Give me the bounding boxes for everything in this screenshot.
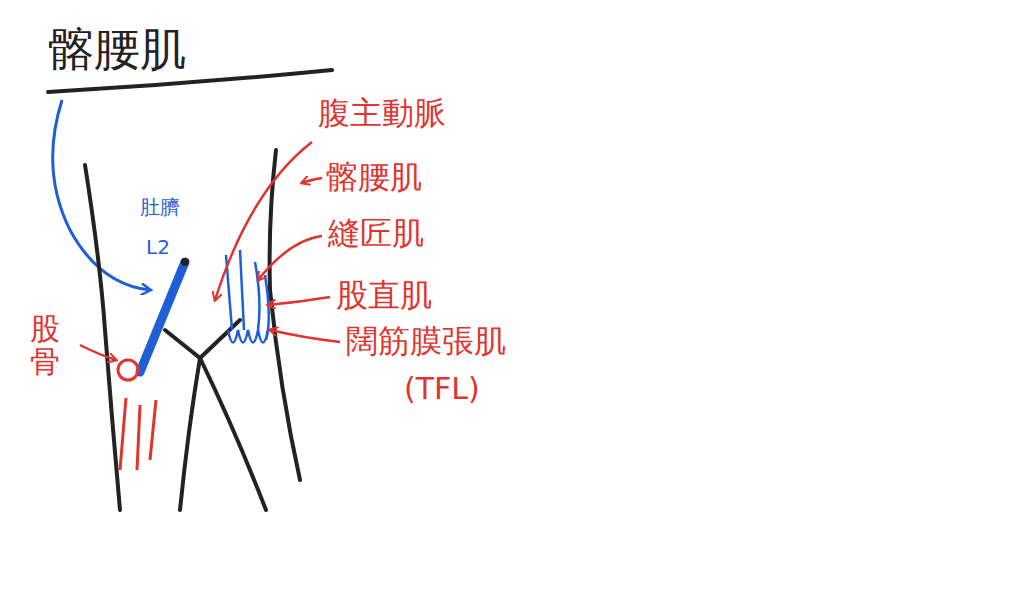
part-label: 股直肌 [336,278,432,313]
abbreviation-label: (TFL) [404,372,480,405]
title-pointer [53,100,150,290]
leg-outline [85,150,300,510]
landmark-label: 肚臍 [140,196,180,218]
part-label: 髂腰肌 [326,160,422,195]
part-label: 腹主動脈 [318,96,446,131]
psoas-line [140,262,185,372]
femur-sketch [118,360,156,470]
title: 髂腰肌 [48,24,186,75]
part-label: 闊筋膜張肌 [346,324,506,359]
vertebra-label: L2 [146,236,170,258]
bone-label: 股骨 [30,312,60,378]
muscle-coils [226,250,269,343]
leader-line [80,142,340,360]
part-label: 縫匠肌 [328,216,424,251]
